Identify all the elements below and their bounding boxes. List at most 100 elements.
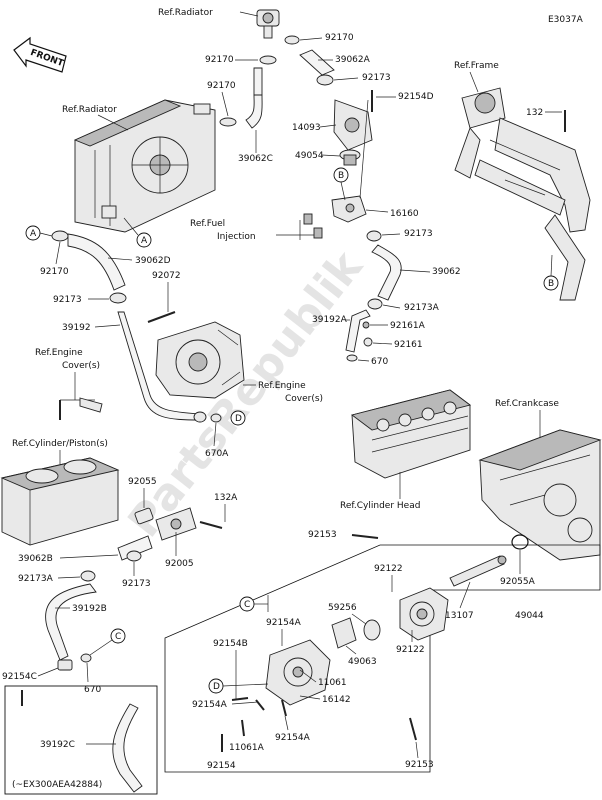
part-59256: 59256 xyxy=(328,603,357,613)
part-49044: 49044 xyxy=(515,611,544,621)
oring-670-b xyxy=(80,653,92,663)
bolt-92153-b xyxy=(409,717,417,741)
part-92154D: 92154D xyxy=(398,92,434,102)
part-92173-d: 92173 xyxy=(122,579,151,589)
cylinder-illustration xyxy=(0,457,120,546)
ref-cylinder-head: Ref.Cylinder Head xyxy=(340,501,420,511)
cover-bolts-illustration xyxy=(59,397,103,420)
ref-crankcase: Ref.Crankcase xyxy=(495,399,559,409)
water-pump-body-illustration xyxy=(399,587,449,641)
part-92055: 92055 xyxy=(128,477,157,487)
gasket-92055 xyxy=(134,507,154,525)
part-92170-b: 92170 xyxy=(205,55,234,65)
hose-39192C xyxy=(112,703,143,793)
part-92154B: 92154B xyxy=(213,639,248,649)
part-92173A-b: 92173A xyxy=(18,574,54,584)
ref-engine-cover-right-line2: Cover(s) xyxy=(285,394,323,404)
callout-d-bottom-label: D xyxy=(213,682,220,692)
ref-fuel-injection-line1: Ref.Fuel xyxy=(190,219,225,229)
ref-frame: Ref.Frame xyxy=(454,61,499,71)
part-92055A: 92055A xyxy=(500,577,536,587)
oring-670-a xyxy=(346,354,358,362)
part-92153-b: 92153 xyxy=(405,760,434,770)
ref-fuel-injection-line2: Injection xyxy=(217,232,256,242)
part-92170-d: 92170 xyxy=(40,267,69,277)
hose-39062 xyxy=(371,244,402,301)
bolt-92153-a xyxy=(351,534,379,539)
part-11061: 11061 xyxy=(318,678,347,688)
callout-b-right-label: B xyxy=(548,279,554,289)
crankcase-illustration xyxy=(478,429,602,561)
part-39062C: 39062C xyxy=(238,154,273,164)
part-13107: 13107 xyxy=(445,611,474,621)
callout-d-top xyxy=(230,410,246,426)
bolt-92154A-b xyxy=(255,699,265,711)
callout-a-left-label: A xyxy=(30,229,37,239)
cylinder-head-illustration xyxy=(350,389,472,479)
front-arrow-icon: FRONT xyxy=(13,36,67,73)
part-92173-c: 92173 xyxy=(53,295,82,305)
part-16160: 16160 xyxy=(390,209,419,219)
part-92072: 92072 xyxy=(152,271,181,281)
clamp-92173-d xyxy=(126,550,142,562)
clamp-92170-c xyxy=(219,117,237,127)
clamp-92170-d xyxy=(51,230,69,242)
hose-39192B xyxy=(45,583,97,661)
oring-92055A xyxy=(511,534,529,550)
part-92153-a: 92153 xyxy=(308,530,337,540)
bolt-92154B xyxy=(231,697,249,701)
part-92173-b: 92173 xyxy=(404,229,433,239)
part-11061A: 11061A xyxy=(229,743,265,753)
clamp-92173-a xyxy=(316,74,334,86)
callout-c-left xyxy=(110,628,126,644)
part-16142: 16142 xyxy=(322,695,351,705)
diagram-code: E3037A xyxy=(548,15,584,25)
part-39192C: 39192C xyxy=(40,740,75,750)
part-39062A: 39062A xyxy=(335,55,371,65)
part-14093: 14093 xyxy=(292,123,321,133)
part-39062D: 39062D xyxy=(135,256,171,266)
callout-c-bottom-label: C xyxy=(244,600,250,610)
sensor-92072 xyxy=(147,311,176,323)
part-92154C: 92154C xyxy=(2,672,37,682)
frame-illustration xyxy=(454,87,591,301)
ref-radiator-top: Ref.Radiator xyxy=(158,8,213,18)
hose-39062D xyxy=(67,233,126,291)
bolt-92154A-c xyxy=(281,699,287,717)
part-670-a: 670 xyxy=(371,357,388,367)
part-92154A-c: 92154A xyxy=(275,733,311,743)
hose-39062C xyxy=(245,94,263,129)
ref-cylinder-piston: Ref.Cylinder/Piston(s) xyxy=(12,439,108,449)
thermostat-illustration xyxy=(339,149,361,166)
water-pump-group-frame xyxy=(164,544,601,773)
ref-radiator: Ref.Radiator xyxy=(62,105,117,115)
radiator-illustration xyxy=(73,99,216,233)
bolt-92161A xyxy=(362,321,370,329)
part-92161: 92161 xyxy=(394,340,423,350)
ref-engine-cover-right-line1: Ref.Engine xyxy=(258,381,306,391)
part-92173A-a: 92173A xyxy=(404,303,440,313)
hose-39062B xyxy=(117,535,153,561)
part-132A: 132A xyxy=(214,493,238,503)
callout-a-radiator xyxy=(136,232,152,248)
washer-92161 xyxy=(363,337,373,347)
part-92122-b: 92122 xyxy=(396,645,425,655)
part-92122-a: 92122 xyxy=(374,564,403,574)
part-92005: 92005 xyxy=(165,559,194,569)
part-92154A-a: 92154A xyxy=(266,618,302,628)
callout-d-top-label: D xyxy=(235,414,242,424)
part-39192: 39192 xyxy=(62,323,91,333)
clamp-92173A-b xyxy=(80,570,96,582)
part-670-b: 670 xyxy=(84,685,101,695)
part-92170-c: 92170 xyxy=(207,81,236,91)
callout-c-left-label: C xyxy=(115,632,121,642)
part-670A: 670A xyxy=(205,449,229,459)
seal-59256-illustration xyxy=(363,619,381,641)
part-92154A-b: 92154A xyxy=(192,700,228,710)
callout-b-top-label: B xyxy=(338,171,344,181)
thermostat-cover-illustration xyxy=(333,99,373,151)
part-39062B: 39062B xyxy=(18,554,53,564)
part-92173-a: 92173 xyxy=(362,73,391,83)
part-132: 132 xyxy=(526,108,543,118)
